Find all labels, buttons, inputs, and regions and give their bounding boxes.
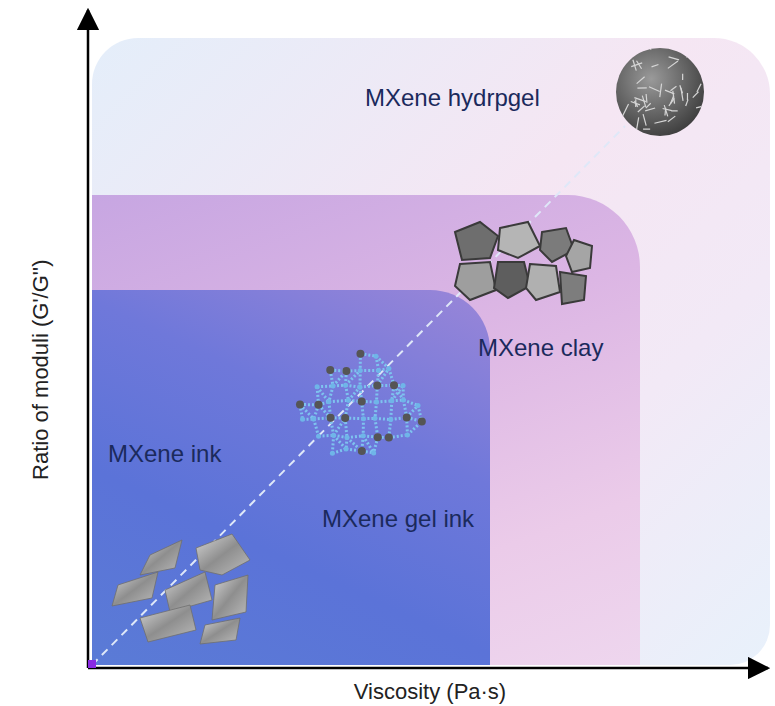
hydrogel-sphere	[611, 38, 705, 139]
region-label: MXene hydrpgel	[365, 84, 540, 112]
origin-dot	[88, 660, 96, 668]
x-axis	[88, 667, 768, 670]
gel-network	[296, 350, 426, 456]
clay-chunks	[455, 222, 592, 304]
x-axis-title: Viscosity (Pa·s)	[354, 679, 506, 704]
y-axis	[87, 10, 90, 668]
trend-line	[92, 126, 625, 665]
region-label: MXene ink	[108, 440, 221, 468]
region-label: MXene gel ink	[322, 505, 474, 533]
phase-region: MXene inkMXene gel ink	[92, 290, 490, 665]
y-axis-title: Ratio of moduli (G'/G'')	[27, 260, 52, 480]
mxene-flakes	[112, 534, 250, 644]
region-label: MXene clay	[478, 334, 603, 362]
